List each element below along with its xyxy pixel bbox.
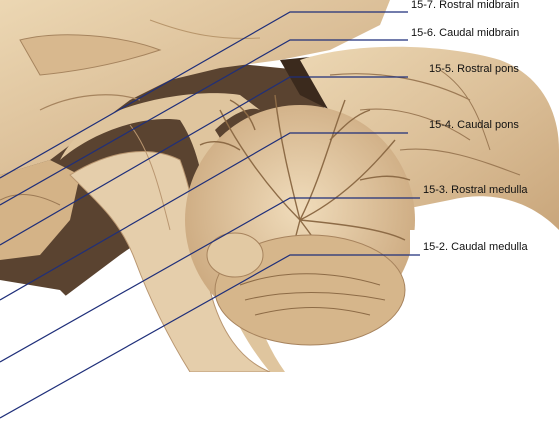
leader-lines: [0, 11, 420, 419]
leader-rostral-medulla: [0, 197, 420, 363]
lower-left-tissue: [0, 280, 100, 372]
occipital-lobe: [300, 46, 559, 231]
medulla-bulb: [206, 232, 264, 278]
leader-rostral-pons: [0, 76, 408, 246]
leader-caudal-medulla: [0, 254, 420, 419]
label-rostral-medulla: 15-3. Rostral medulla: [423, 184, 528, 196]
brainstem-body: [69, 151, 271, 373]
label-caudal-pons: 15-4. Caudal pons: [429, 119, 519, 131]
leader-caudal-pons: [0, 132, 408, 301]
leader-caudal-midbrain: [0, 39, 408, 206]
label-caudal-medulla: 15-2. Caudal medulla: [423, 241, 528, 253]
label-caudal-midbrain: 15-6. Caudal midbrain: [411, 27, 520, 39]
leader-rostral-midbrain: [0, 11, 408, 179]
label-rostral-pons: 15-5. Rostral pons: [429, 63, 519, 75]
arbor-vitae: [199, 94, 411, 321]
cerebrum-fold: [19, 34, 162, 76]
left-lower-tissue: [0, 160, 80, 260]
cerebellar-tonsil: [214, 234, 406, 346]
label-rostral-midbrain: 15-7. Rostral midbrain: [411, 0, 520, 11]
